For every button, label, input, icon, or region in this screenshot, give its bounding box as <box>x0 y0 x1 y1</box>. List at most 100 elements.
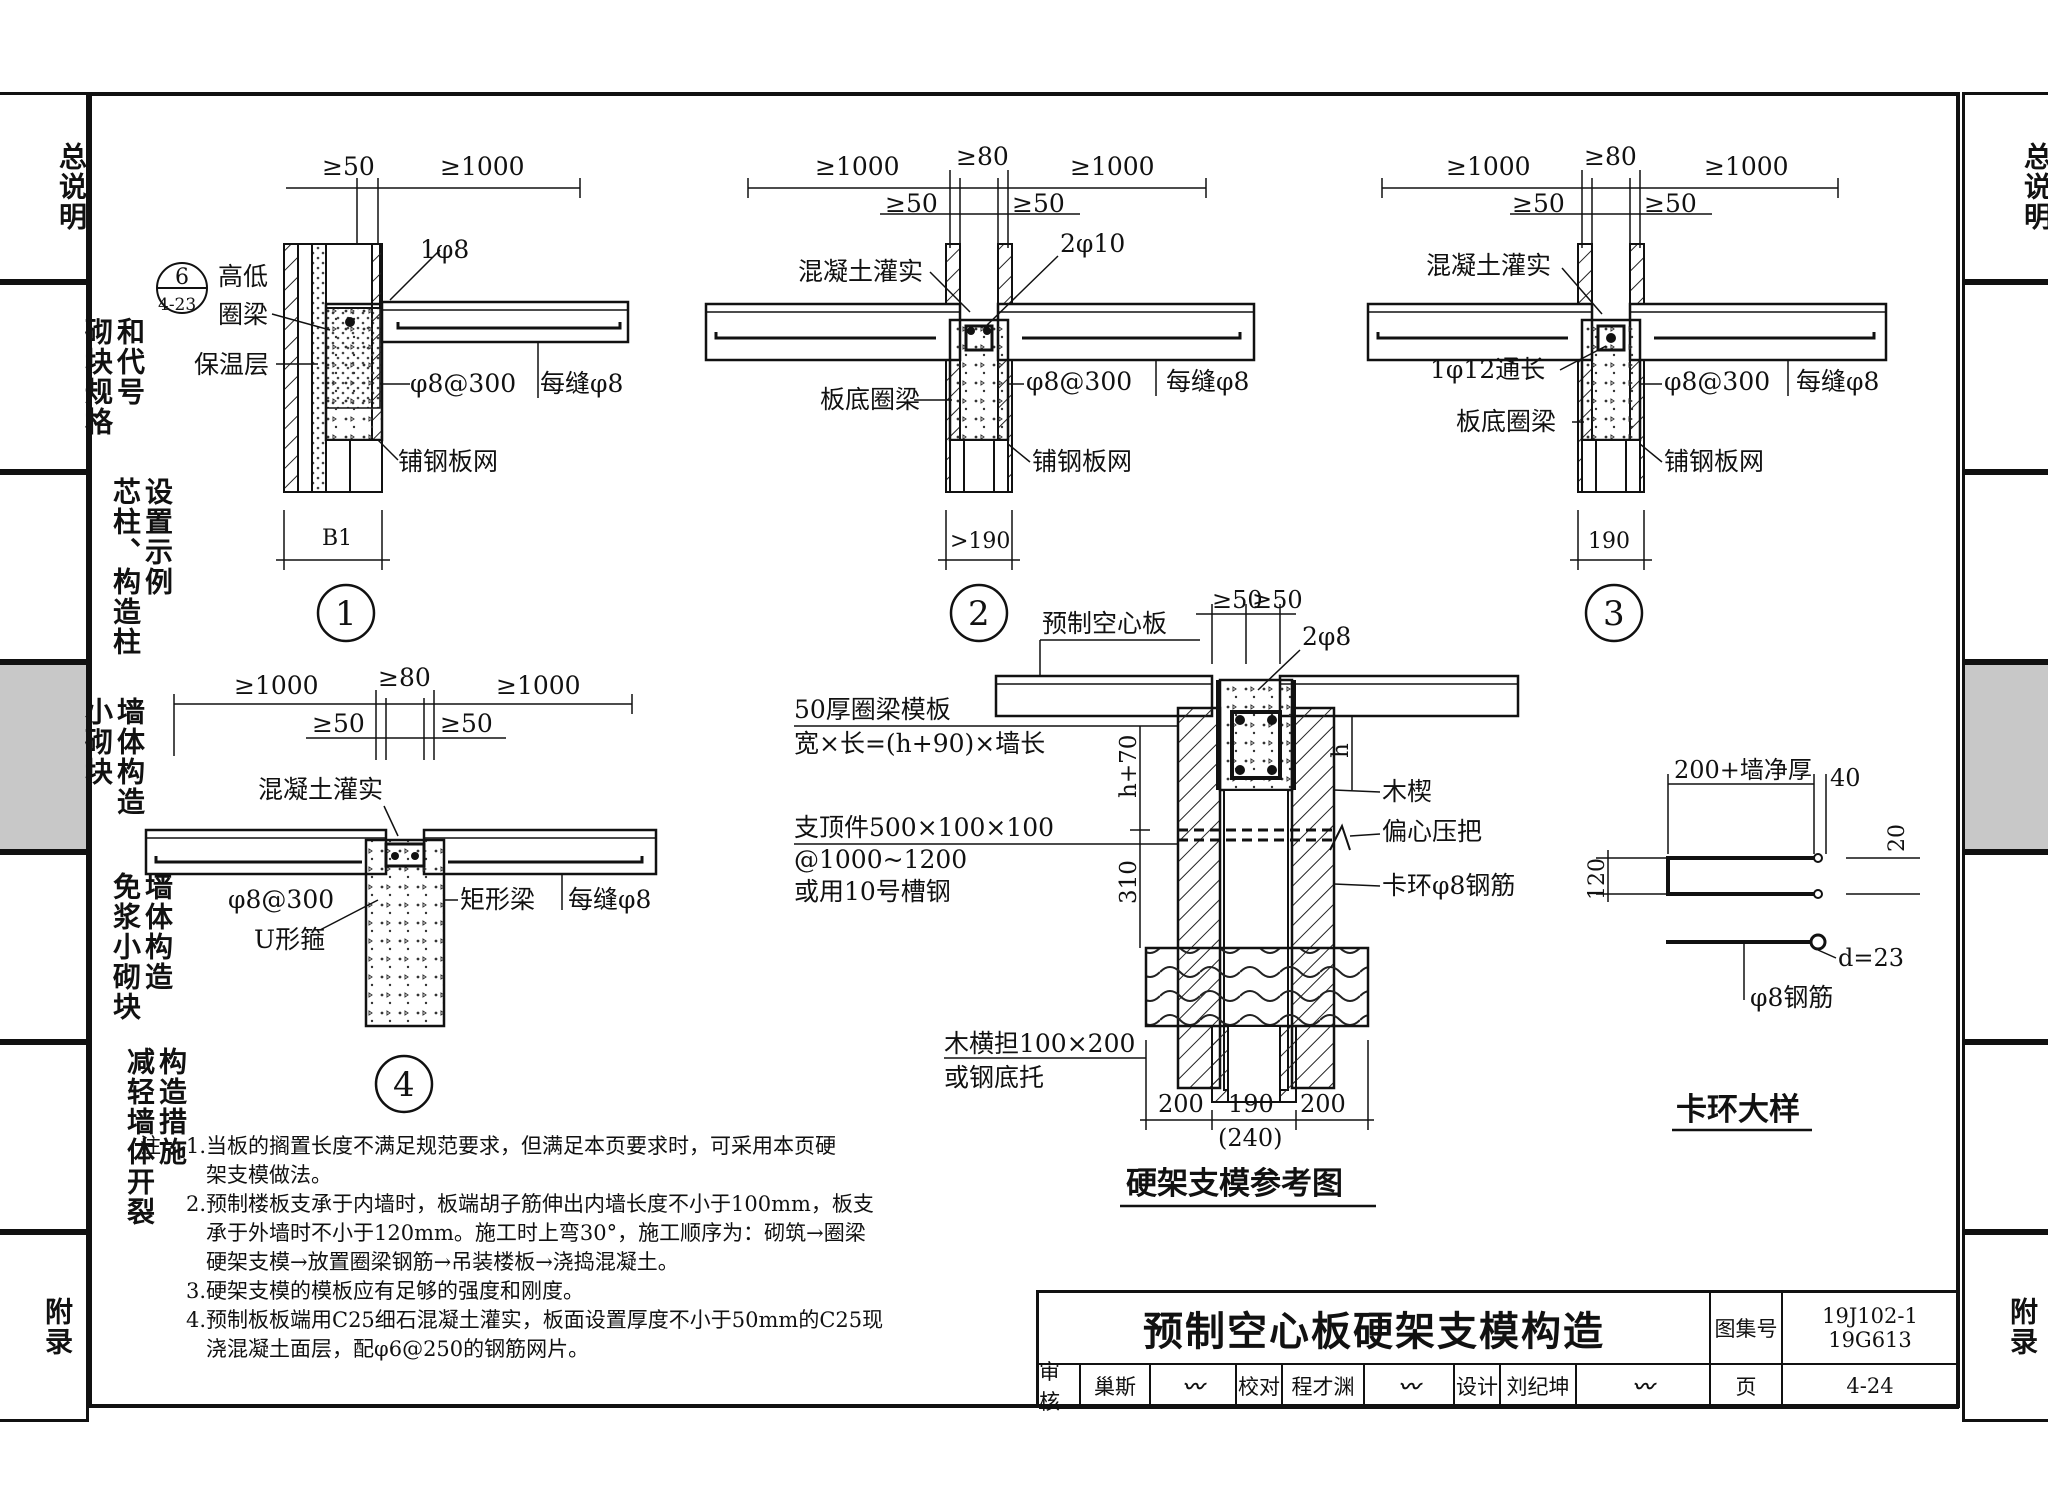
fw-dim-200a: 200 <box>1158 1090 1204 1118</box>
d1-label-beam1: 高低 <box>218 262 268 291</box>
section-tab-line: 设置示例 <box>141 477 174 597</box>
detail-4: ≥1000 ≥80 ≥1000 ≥50 ≥50 混凝土灌实 φ8@300 U形箍… <box>144 663 658 1114</box>
section-tab-5[interactable]: 墙体构造免浆小砌块 <box>0 852 174 1042</box>
detail-2: ≥1000 ≥80 ≥1000 ≥50 ≥50 混凝土灌实 2φ10 板底圈梁 … <box>704 142 1256 643</box>
d4-dim-l50: ≥50 <box>312 709 365 738</box>
section-tab-line: 附录 <box>2006 1297 2039 1357</box>
section-tab-line: 砌块规格 <box>81 317 114 437</box>
section-tab-text: 构造措施减轻墙体开裂 <box>0 1047 188 1227</box>
section-tab-line: 总说明 <box>55 142 88 232</box>
section-tab-text: 附录 <box>1980 1297 2039 1357</box>
page-number: 4-24 <box>1783 1365 1959 1409</box>
section-tab-6[interactable]: 构造措施减轻墙体开裂 <box>0 1042 188 1232</box>
fw-dim-h70: h+70 <box>1116 735 1142 798</box>
d3-mesh: 铺钢板网 <box>1664 447 1764 476</box>
section-tab-1[interactable]: 总说明 <box>1965 92 2048 282</box>
d3-dim-right: ≥1000 <box>1704 152 1789 181</box>
note-label <box>140 1306 186 1335</box>
note-line: 3.硬架支模的模板应有足够的强度和刚度。 <box>140 1277 970 1306</box>
d2-dim-left: ≥1000 <box>815 152 900 181</box>
general-notes: 注:1.当板的搁置长度不满足规范要求，但满足本页要求时，可采用本页硬架支模做法。… <box>140 1132 970 1364</box>
note-number <box>186 1161 206 1190</box>
d3-dim-left: ≥1000 <box>1446 152 1531 181</box>
note-line: 硬架支模→放置圈梁钢筋→吊装楼板→浇捣混凝土。 <box>140 1248 970 1277</box>
d1-joint: 每缝φ8 <box>540 369 623 398</box>
section-tab-text: 和代号砌块规格 <box>0 317 146 437</box>
section-tab-line: 芯柱、构造柱 <box>109 477 142 657</box>
section-tab-line: 构造措施 <box>155 1047 188 1167</box>
d4-grout: 混凝土灌实 <box>258 775 383 804</box>
section-tab-line: 减轻墙体开裂 <box>123 1047 156 1227</box>
d2-grout: 混凝土灌实 <box>798 257 923 286</box>
note-line: 4.预制板板端用C25细石混凝土灌实，板面设置厚度不小于50mm的C25现 <box>140 1306 970 1335</box>
fw-form2: 宽×长=(h+90)×墙长 <box>794 729 1045 758</box>
review-label: 审核 <box>1039 1360 1081 1414</box>
clip-dim-top: 200+墙净厚 <box>1674 756 1812 784</box>
note-label <box>140 1248 186 1277</box>
section-tab-4[interactable]: 墙体构造小砌块 <box>0 662 146 852</box>
atlas-no-2: 19G613 <box>1828 1328 1912 1352</box>
note-label: 注: <box>140 1134 169 1158</box>
d4-dim-mid: ≥80 <box>378 663 431 692</box>
section-tab-3[interactable]: 设置示例芯柱、构造柱 <box>0 472 174 662</box>
d1-label-beam2: 圈梁 <box>218 300 268 329</box>
section-tab-text: 设置示例芯柱、构造柱 <box>0 477 174 657</box>
d2-rebar: 2φ10 <box>1060 229 1125 258</box>
section-tab-line: 和代号 <box>113 317 146 407</box>
section-tab-1[interactable]: 总说明 <box>0 92 88 282</box>
clip-dim-40: 40 <box>1830 764 1861 792</box>
d3-grout: 混凝土灌实 <box>1426 251 1551 280</box>
note-text: 浇混凝土面层，配φ6@250的钢筋网片。 <box>206 1337 590 1361</box>
section-tab-2[interactable]: 和代号砌块规格 <box>0 282 146 472</box>
d4-dim-left: ≥1000 <box>234 671 319 700</box>
d2-dim-mid: ≥80 <box>956 142 1009 171</box>
designer-signature: 〰 <box>1577 1365 1711 1409</box>
d2-dim-right: ≥1000 <box>1070 152 1155 181</box>
note-number <box>186 1335 206 1364</box>
d4-ustirrup: U形箍 <box>254 925 325 954</box>
d3-rebar: 1φ12通长 <box>1430 355 1545 384</box>
fw-dim-h: h <box>1328 743 1354 758</box>
d1-stirrup: φ8@300 <box>410 369 516 398</box>
fw-dim-200b: 200 <box>1300 1090 1346 1118</box>
drawing-title: 预制空心板硬架支模构造 <box>1039 1293 1711 1365</box>
reviewer-signature: 〰 <box>1151 1365 1237 1409</box>
d3-joint: 每缝φ8 <box>1796 367 1879 396</box>
formwork-detail: ≥50 ≥50 2φ8 预制空心板 50厚圈梁模板 宽×长=(h+90)×墙长 <box>794 586 1520 1208</box>
detail-1: ≥50 ≥1000 1φ8 6 4-23 高低 圈梁 保温层 φ8@300 <box>156 152 630 643</box>
note-label <box>140 1277 186 1306</box>
note-number <box>186 1248 206 1277</box>
right-section-tabs: 总说明和代号砌块规格设置示例芯柱、构造柱墙体构造小砌块墙体构造免浆小砌块构造措施… <box>1962 92 2048 1422</box>
section-tab-line: 小砌块 <box>81 697 114 787</box>
note-line: 注:1.当板的搁置长度不满足规范要求，但满足本页要求时，可采用本页硬 <box>140 1132 970 1161</box>
fw-dim-b: ≥50 <box>1252 586 1303 614</box>
fw-wedge: 木楔 <box>1382 777 1432 806</box>
section-tab-line: 墙体构造 <box>113 697 146 817</box>
fw-dim-240: (240) <box>1218 1124 1283 1152</box>
note-line: 2.预制楼板支承于内墙时，板端胡子筋伸出内墙长度不小于100mm，板支 <box>140 1190 970 1219</box>
d3-dim-mid: ≥80 <box>1584 142 1637 171</box>
d3-beam: 板底圈梁 <box>1456 407 1556 436</box>
clip-dim-120: 120 <box>1585 858 1610 900</box>
note-text: 当板的搁置长度不满足规范要求，但满足本页要求时，可采用本页硬 <box>206 1134 836 1158</box>
note-line: 架支模做法。 <box>140 1161 970 1190</box>
checker-signature: 〰 <box>1365 1365 1455 1409</box>
section-tab-line: 免浆小砌块 <box>109 872 142 1022</box>
note-number: 2. <box>186 1192 207 1216</box>
section-tab-7[interactable]: 附录 <box>1965 1232 2048 1422</box>
fw-dim-190: 190 <box>1228 1090 1274 1118</box>
section-tab-line: 墙体构造 <box>141 872 174 992</box>
check-label: 校对 <box>1237 1365 1283 1409</box>
section-tab-text: 墙体构造免浆小砌块 <box>0 872 174 1022</box>
d1-rebar: 1φ8 <box>420 235 469 264</box>
d1-mesh: 铺钢板网 <box>398 447 498 476</box>
section-tab-7[interactable]: 附录 <box>0 1232 86 1422</box>
section-tab-line: 附录 <box>41 1297 74 1357</box>
